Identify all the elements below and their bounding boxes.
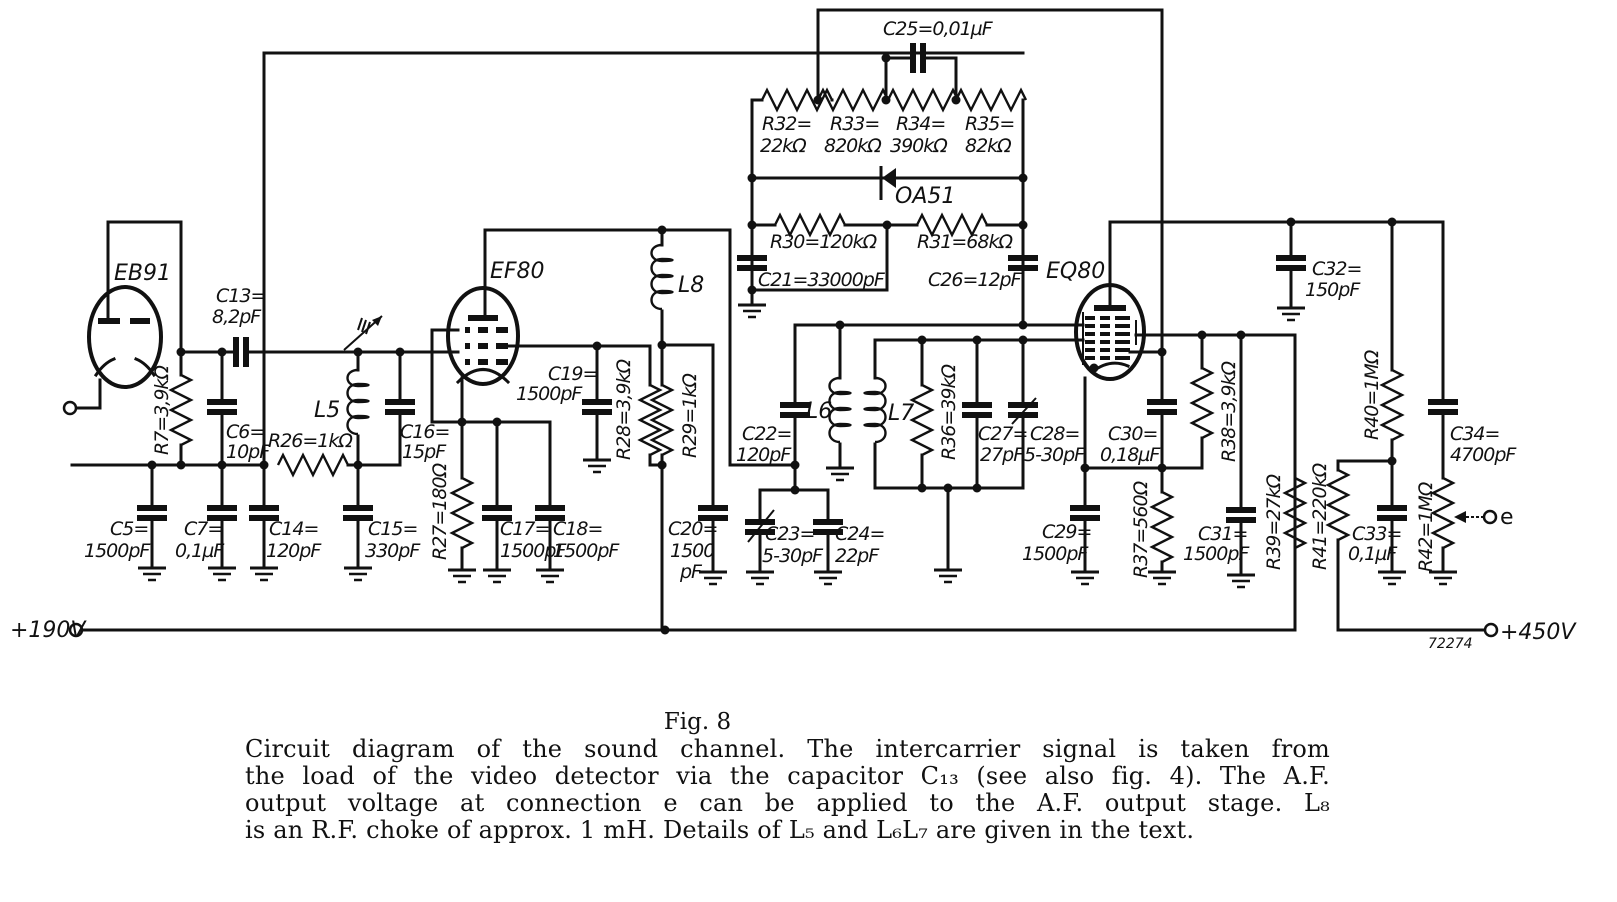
c22-label-value: 120pF [736,444,792,466]
r42-label: R42=1MΩ [1415,481,1437,572]
caption-line-1: Circuit diagram of the sound channel. Th… [245,735,1330,763]
c32-label-value: 150pF [1305,279,1361,301]
r38-label: R38=3,9kΩ [1218,360,1240,462]
c25-label: C25=0,01µF [883,18,994,40]
output-e-label: e [1500,505,1514,530]
c28-label-name: C28= [1030,423,1079,445]
c19-label-name: C19= [548,363,597,385]
c20-label-value: 1500 [670,540,715,562]
c5-label-value: 1500pF [84,540,151,562]
l8-label: L8 [678,273,704,298]
r28-label: R28=3,9kΩ [613,358,635,460]
c7-label-value: 0,1µF [175,540,225,562]
c26-label: C26=12pF [928,269,1023,291]
r7-label: R7=3,9kΩ [151,365,173,455]
drawing-number: 72274 [1428,636,1473,652]
c28-label-value: 5-30pF [1024,444,1086,466]
r40-label: R40=1MΩ [1361,349,1383,440]
r34-label-value: 390kΩ [890,135,948,157]
r26-label: R26=1kΩ [268,430,353,452]
c30-label-name: C30= [1108,423,1157,445]
c13-label-name: C13= [216,285,265,307]
output-e-terminal[interactable] [1454,509,1498,525]
supply-450v-label: +450V [1500,620,1577,645]
diode-oa51-icon [879,166,896,200]
c23-label-name: C23= [765,523,814,545]
figure-caption: Fig. 8 Circuit diagram of the sound chan… [245,708,1330,844]
supply-190v-label: +190V [10,618,87,643]
c22-label-name: C22= [742,423,791,445]
circuit-schematic: +190V +450V EB91 R7=3,9kΩ C13= 8,2pF [10,8,1577,645]
c6-label-value: 10pF [226,441,271,463]
c14-label-name: C14= [269,518,318,540]
tube-eq80-label: EQ80 [1046,259,1105,284]
c18-label-value: 1500pF [553,540,620,562]
c15-label-name: C15= [368,518,417,540]
l5-tuning-slug-icon [343,315,383,351]
r33-label-name: R33= [830,113,879,135]
c6-label-name: C6= [226,421,264,443]
c19-label-value: 1500pF [516,383,583,405]
r32-label-value: 22kΩ [760,135,807,157]
diode-oa51-label: OA51 [895,184,955,209]
c7-label-name: C7= [184,518,222,540]
c34-label-name: C34= [1450,423,1499,445]
c27-label-value: 27pF [980,444,1025,466]
r35-label-name: R35= [965,113,1014,135]
r35-label-value: 82kΩ [965,135,1012,157]
c29-label-name: C29= [1042,521,1091,543]
c31-label-value: 1500pF [1183,543,1250,565]
r27-label: R27=180Ω [429,462,451,560]
caption-line-3: output voltage at connection e can be ap… [245,789,1330,817]
c18-label-name: C18= [553,518,602,540]
c32-label-name: C32= [1312,258,1361,280]
tube-eb91 [62,220,183,416]
c20-label-name: C20= [668,518,717,540]
caption-line-2: the load of the video detector via the c… [245,762,1330,790]
c15-label-value: 330pF [365,540,421,562]
c13-label-value: 8,2pF [212,306,262,328]
l5-label: L5 [314,398,340,423]
c33-label-name: C33= [1352,523,1401,545]
tube-ef80-label: EF80 [490,259,545,284]
c30-label-value: 0,18µF [1100,444,1161,466]
c17-label-name: C17= [500,518,549,540]
c23-label-value: 5-30pF [762,545,824,567]
c34-label-value: 4700pF [1450,444,1517,466]
c24-label-name: C24= [835,523,884,545]
c5-label-name: C5= [110,518,148,540]
l6-label: L6 [806,399,832,424]
c31-label-name: C31= [1198,523,1247,545]
supply-rail-450v [1336,538,1499,638]
r32-label-name: R32= [762,113,811,135]
c21-label: C21=33000pF [758,269,886,291]
c33-label-value: 0,1µF [1348,543,1398,565]
r34-label-name: R34= [896,113,945,135]
c24-label-value: 22pF [835,545,880,567]
c20-label-unit: pF [679,561,703,583]
c16-label-value: 15pF [402,441,447,463]
figure-title: Fig. 8 [663,709,732,735]
tube-eb91-label: EB91 [114,261,171,286]
r36-label: R36=39kΩ [938,364,960,460]
r30-label: R30=120kΩ [770,231,878,253]
c14-label-value: 120pF [266,540,322,562]
c27-label-name: C27= [978,423,1027,445]
r31-label: R31=68kΩ [917,231,1013,253]
tube-ef80 [446,286,520,386]
r41-label: R41=220kΩ [1309,462,1331,570]
r39-label: R39=27kΩ [1263,474,1285,570]
l7-label: L7 [888,401,914,426]
caption-line-4: is an R.F. choke of approx. 1 mH. Detail… [245,816,1195,844]
r33-label-value: 820kΩ [824,135,882,157]
c29-label-value: 1500pF [1022,543,1089,565]
r37-label: R37=560Ω [1130,480,1152,578]
c16-label-name: C16= [400,421,449,443]
r29-label: R29=1kΩ [679,373,701,458]
